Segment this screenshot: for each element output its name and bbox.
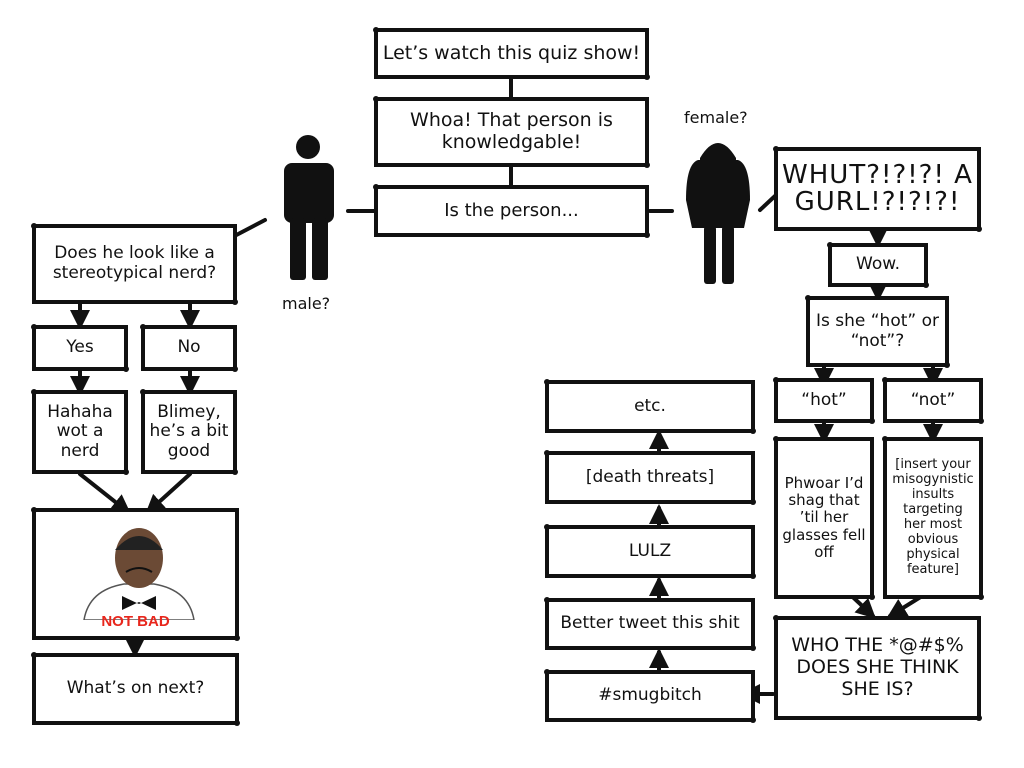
tweet-box: Better tweet this shit: [544, 597, 756, 651]
nerd-question-box: Does he look like a stereotypical nerd?: [31, 223, 238, 305]
smug-box: #smugbitch: [544, 669, 756, 723]
not-result-text: [insert your misogynistic insults target…: [892, 457, 974, 577]
no-result-text: Blimey, he’s a bit good: [149, 401, 229, 461]
arrow-no-meme: [145, 472, 192, 515]
knowledge-text: Whoa! That person is knowledgable!: [410, 109, 613, 153]
tweet-text: Better tweet this shit: [560, 613, 740, 634]
not-box: “not”: [882, 377, 984, 424]
wow-text: Wow.: [856, 254, 900, 275]
female-figure-icon: [686, 143, 750, 284]
who-text: WHO THE *@#$% DOES SHE THINK SHE IS?: [791, 634, 964, 700]
smug-text: #smugbitch: [598, 685, 702, 706]
yes-result-text: Hahaha wot a nerd: [47, 401, 113, 461]
death-box: [death threats]: [544, 450, 756, 505]
whut-box: WHUT?!?!?! A GURL!?!?!?!: [773, 146, 982, 232]
knowledge-box: Whoa! That person is knowledgable!: [373, 96, 650, 168]
hot-text: “hot”: [801, 389, 847, 410]
lulz-text: LULZ: [628, 540, 672, 561]
no-text: No: [177, 337, 201, 358]
title-box: Let’s watch this quiz show!: [373, 27, 650, 80]
next-text: What’s on next?: [66, 678, 205, 699]
question-box: Is the person...: [373, 184, 650, 238]
no-result-box: Blimey, he’s a bit good: [140, 389, 238, 475]
question-text: Is the person...: [444, 199, 579, 221]
meme-box: NOT BAD: [31, 507, 240, 641]
hot-question-text: Is she “hot” or “not”?: [815, 310, 940, 351]
not-result-box: [insert your misogynistic insults target…: [882, 436, 984, 600]
yes-text: Yes: [66, 337, 94, 358]
death-text: [death threats]: [585, 466, 715, 487]
yes-box: Yes: [31, 324, 129, 372]
who-box: WHO THE *@#$% DOES SHE THINK SHE IS?: [773, 615, 982, 721]
next-box: What’s on next?: [31, 652, 240, 726]
nerd-question-text: Does he look like a stereotypical nerd?: [52, 243, 217, 283]
hot-result-text: Phwoar I’d shag that ’til her glasses fe…: [782, 473, 866, 561]
not-bad-face-image: [83, 528, 195, 620]
title-text: Let’s watch this quiz show!: [382, 41, 641, 64]
hot-question-box: Is she “hot” or “not”?: [805, 295, 950, 368]
not-bad-caption: NOT BAD: [101, 612, 170, 630]
hot-box: “hot”: [773, 377, 875, 424]
whut-text: WHUT?!?!?! A GURL!?!?!?!: [782, 159, 973, 217]
arrow-yes-meme: [78, 472, 132, 515]
hot-result-box: Phwoar I’d shag that ’til her glasses fe…: [773, 436, 875, 600]
male-label: male?: [282, 294, 331, 313]
not-text: “not”: [910, 389, 956, 410]
male-figure-icon: [284, 135, 334, 280]
no-box: No: [140, 324, 238, 372]
etc-text: etc.: [634, 395, 666, 416]
yes-result-box: Hahaha wot a nerd: [31, 389, 129, 475]
etc-box: etc.: [544, 379, 756, 434]
wow-box: Wow.: [827, 242, 929, 288]
female-label: female?: [684, 108, 748, 127]
lulz-box: LULZ: [544, 524, 756, 579]
